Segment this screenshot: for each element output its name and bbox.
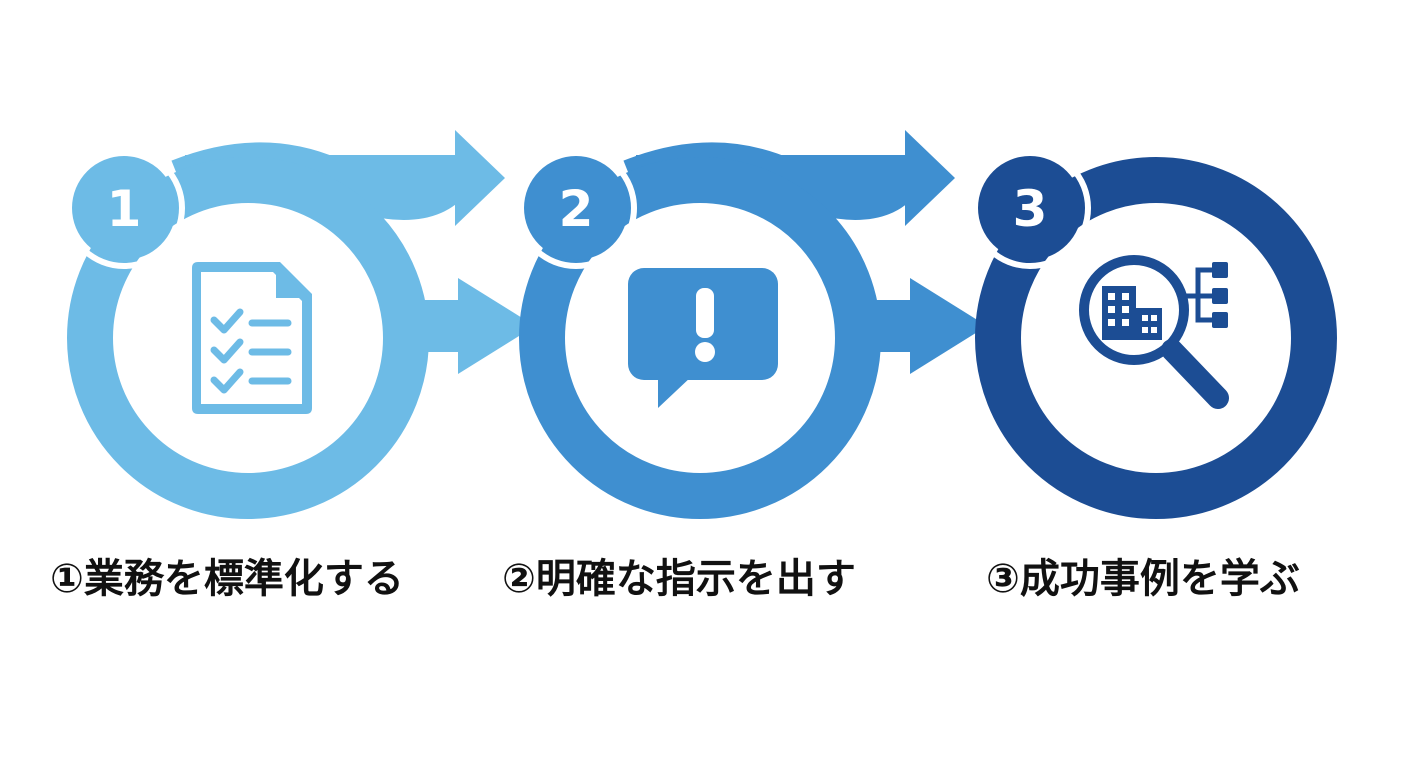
exclamation-speech-bubble-icon [628,268,778,408]
step-3-ring [975,157,1337,519]
step-1-badge [72,156,176,260]
step-2-badge [524,156,628,260]
step-2-label: ②明確な指示を出す [502,556,856,602]
step-2-forward-arrow [852,278,987,374]
step-1: 1 [63,130,535,519]
step-3-label: ③成功事例を学ぶ [986,556,1300,602]
step-1-label: ①業務を標準化する [50,556,404,602]
step-2: 2 [515,130,987,519]
step-1-forward-arrow [400,278,535,374]
step-1-number: 1 [107,180,142,238]
checklist-document-icon [192,262,312,414]
step-3: 3 [969,147,1337,519]
step-3-number: 3 [1013,180,1048,238]
step-2-number: 2 [559,180,594,238]
step-3-badge [978,156,1082,260]
magnifier-building-network-icon [1079,255,1229,409]
